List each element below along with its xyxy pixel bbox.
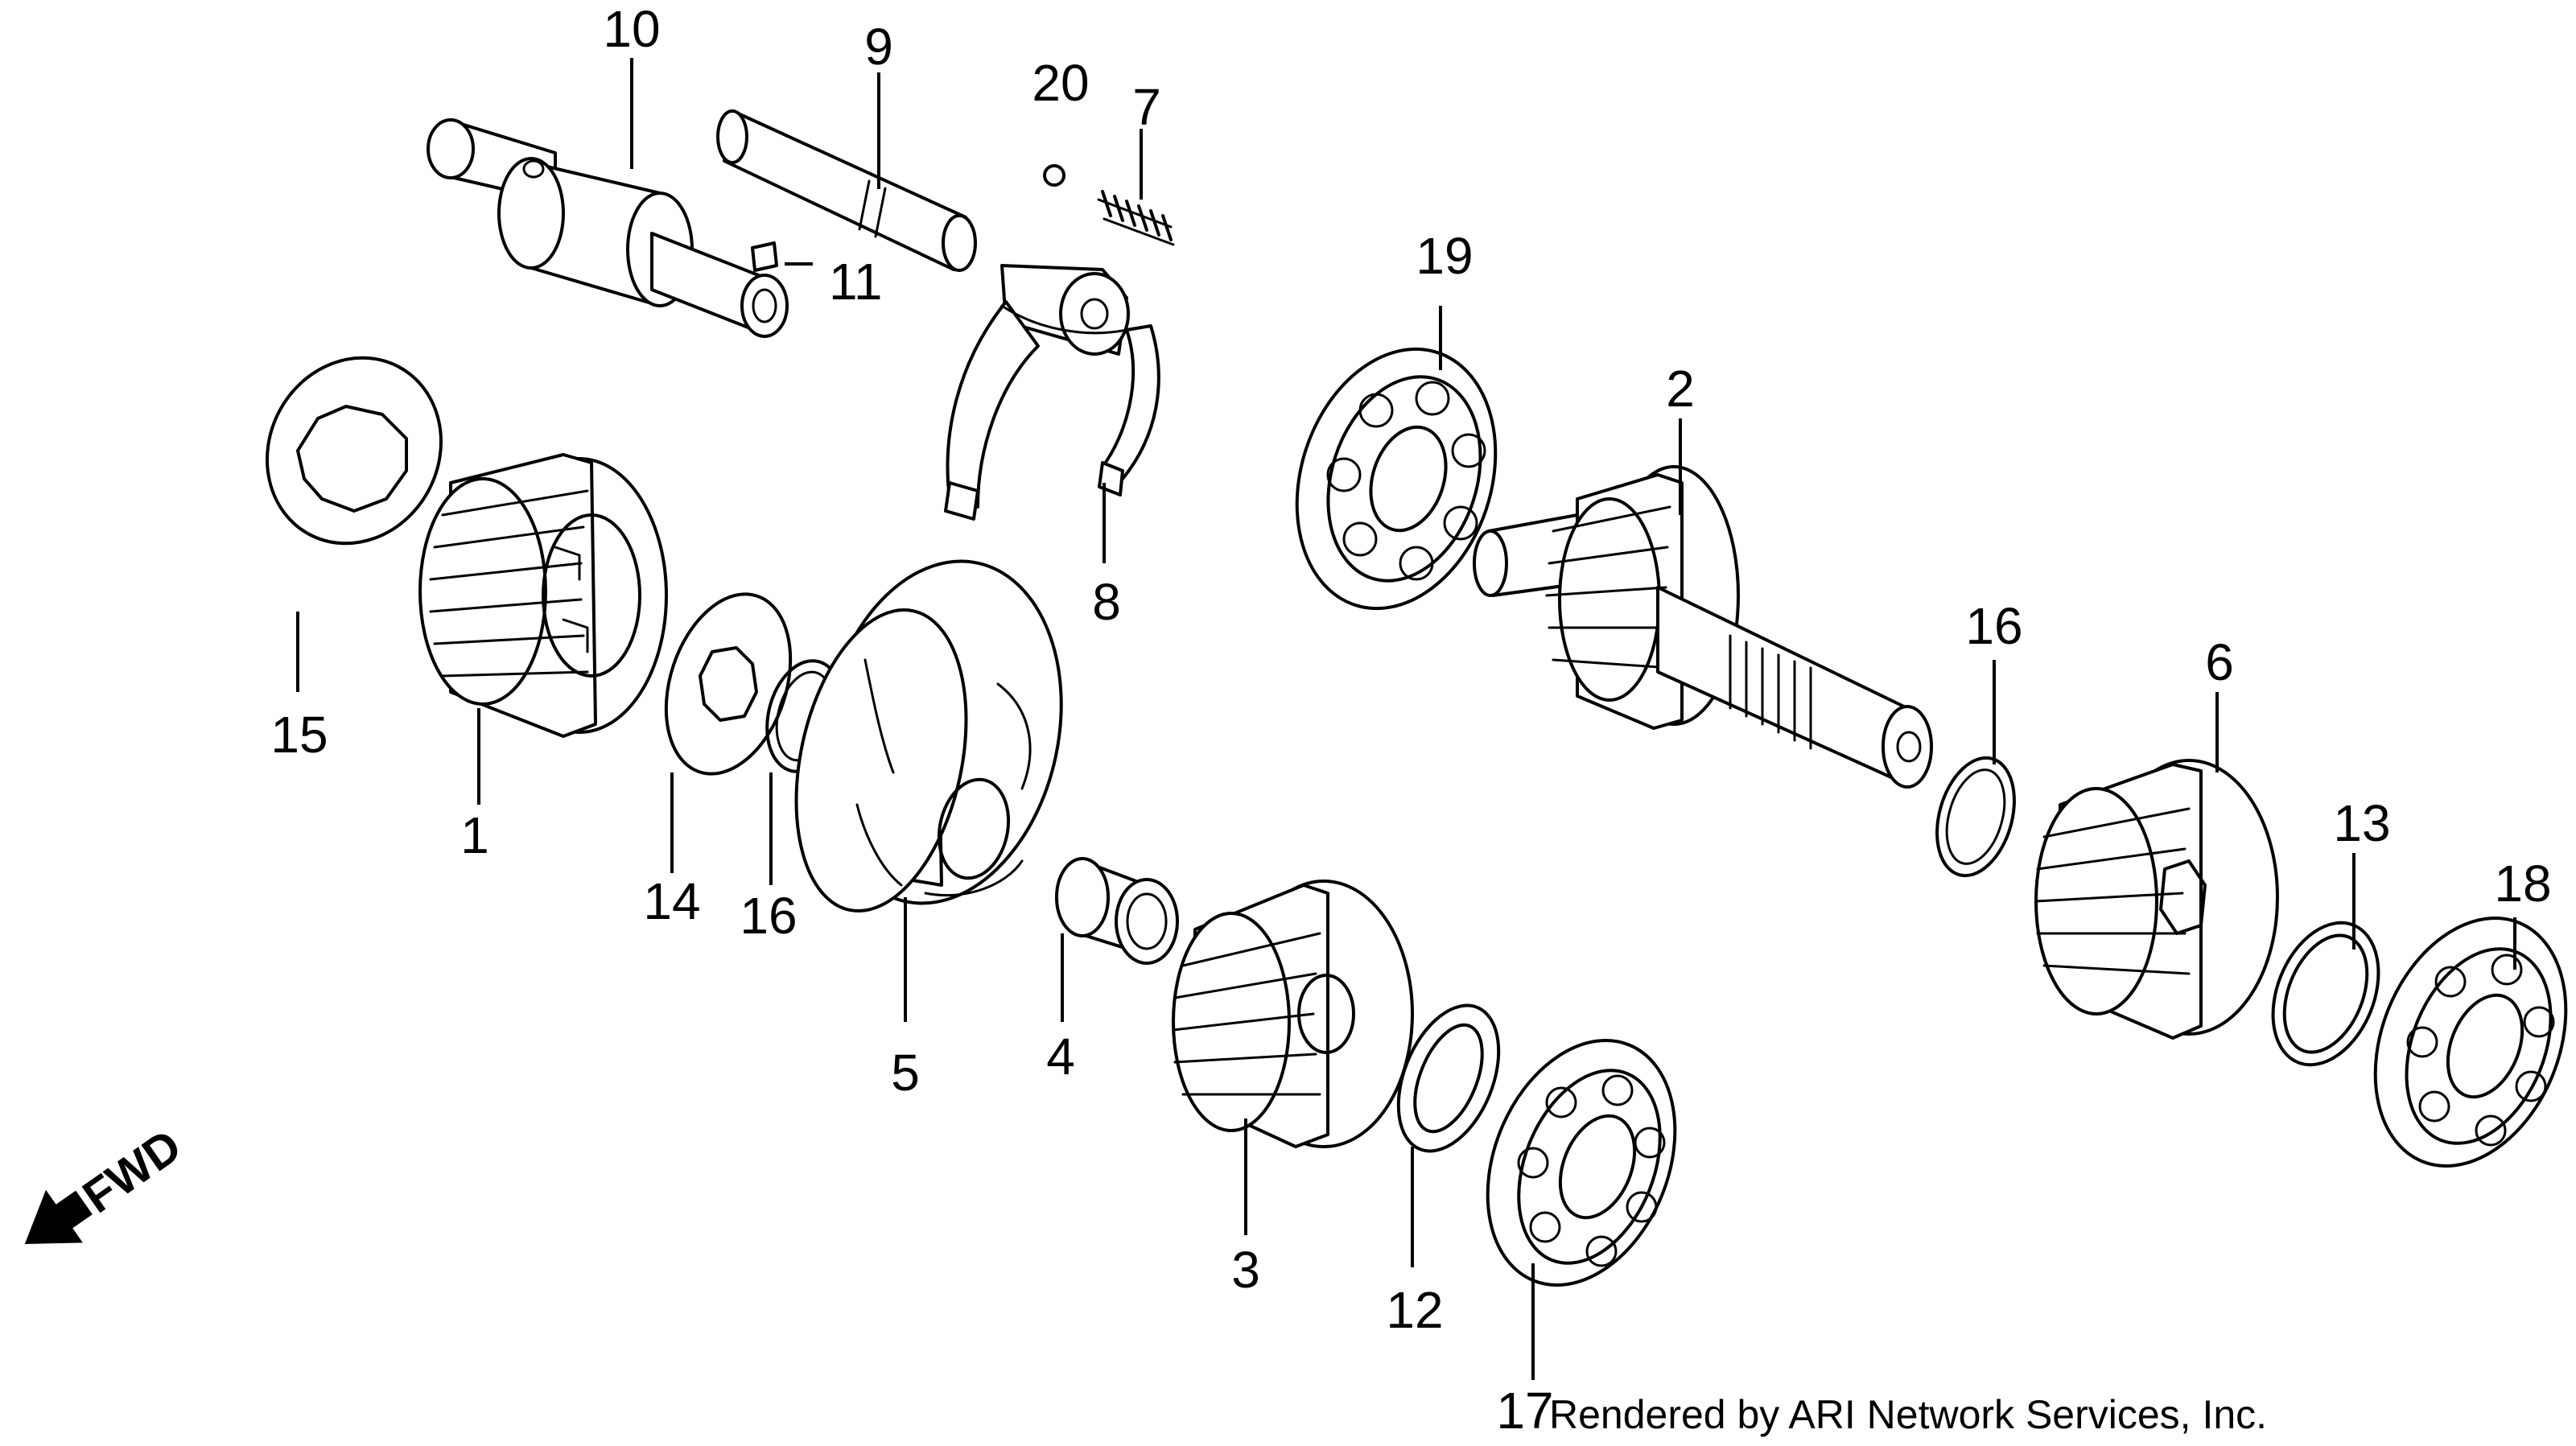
- part-16b-circlip: [1935, 756, 2016, 878]
- part-13-washer: [2271, 921, 2380, 1067]
- render-credit: Rendered by ARI Network Services, Inc.: [1549, 1392, 2267, 1437]
- callout-10: 10: [603, 0, 660, 58]
- callout-12: 12: [1386, 1281, 1443, 1339]
- callout-9: 9: [864, 18, 893, 76]
- arrow-left-icon: [24, 1189, 93, 1244]
- part-3-gear: [1172, 880, 1414, 1148]
- part-10-shaft: [427, 118, 789, 338]
- callout-5: 5: [891, 1044, 920, 1102]
- part-15-washer: [266, 356, 443, 546]
- part-18-bearing: [2373, 917, 2568, 1168]
- fwd-direction-indicator: FWD: [24, 1119, 191, 1244]
- part-20-ball: [1043, 164, 1065, 187]
- callout-3: 3: [1231, 1241, 1260, 1299]
- callout-19: 19: [1416, 227, 1473, 285]
- callout-2: 2: [1666, 360, 1695, 418]
- leader-lines: [296, 58, 2516, 1380]
- callout-8: 8: [1092, 573, 1121, 631]
- part-11-pin: [751, 241, 778, 272]
- callout-7: 7: [1132, 78, 1161, 136]
- callout-15: 15: [270, 706, 328, 764]
- part-1-gear: [418, 453, 668, 738]
- fwd-label: FWD: [73, 1119, 190, 1223]
- callout-18: 18: [2494, 855, 2551, 913]
- part-4-collar: [1055, 857, 1179, 965]
- callout-14: 14: [643, 872, 700, 930]
- callout-16a: 16: [740, 887, 797, 945]
- callout-16b: 16: [1965, 597, 2022, 655]
- callout-labels: 10 9 20 7 11 19 2 8 16 6 15 1 13 18 14 1…: [270, 0, 2551, 1440]
- part-6-gear: [2034, 759, 2279, 1040]
- part-19-bearing: [1295, 347, 1498, 611]
- part-14-splined-washer: [664, 592, 793, 776]
- part-2-mainshaft: [1473, 465, 1933, 789]
- callout-13: 13: [2333, 794, 2390, 852]
- callout-11: 11: [829, 253, 882, 311]
- callout-4: 4: [1046, 1028, 1075, 1086]
- part-12-washer: [1396, 1003, 1501, 1153]
- callout-6: 6: [2205, 633, 2234, 691]
- part-17-bearing: [1486, 1039, 1677, 1287]
- part-7-spring: [1097, 190, 1175, 246]
- callout-20: 20: [1032, 54, 1089, 112]
- part-9-fork-shaft: [716, 109, 977, 272]
- callout-1: 1: [460, 806, 489, 864]
- part-5-shift-drum: [794, 559, 1063, 913]
- part-8-shift-fork: [944, 264, 1160, 521]
- callout-17: 17: [1496, 1382, 1553, 1440]
